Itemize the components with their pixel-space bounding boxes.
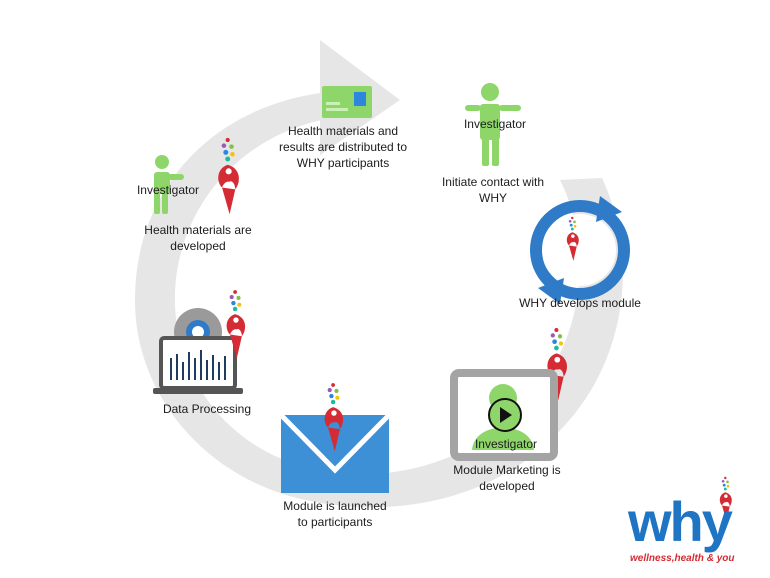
laptop-gear-icon bbox=[153, 290, 246, 394]
step-materials-label: Health materials are developed bbox=[144, 223, 252, 253]
step-contact-role: Investigator bbox=[463, 117, 527, 131]
why-logo-word: why bbox=[628, 490, 733, 553]
envelope-icon bbox=[279, 383, 391, 493]
step-develop-module-label: WHY develops module bbox=[519, 296, 641, 310]
step-marketing-role: Investigator bbox=[474, 437, 538, 451]
refresh-cycle-icon bbox=[530, 196, 630, 304]
person-icon bbox=[154, 155, 184, 214]
why-tagline-you: & you bbox=[706, 553, 735, 564]
video-play-icon bbox=[450, 369, 558, 461]
why-tagline-main: wellness,health bbox=[630, 553, 707, 564]
step-launch-label: Module is launched to participants bbox=[283, 499, 387, 529]
step-marketing-label: Module Marketing is developed bbox=[453, 463, 561, 493]
why-logo-tagline: wellness,health & you bbox=[630, 553, 734, 564]
card-icon bbox=[322, 86, 372, 118]
step-materials-role: Investigator bbox=[136, 183, 200, 197]
step-processing-label: Data Processing bbox=[162, 402, 252, 416]
step-distribute-label: Health materials and results are distrib… bbox=[278, 124, 408, 170]
step-contact-label: Initiate contact with WHY bbox=[441, 175, 545, 205]
person-icon bbox=[465, 83, 521, 166]
